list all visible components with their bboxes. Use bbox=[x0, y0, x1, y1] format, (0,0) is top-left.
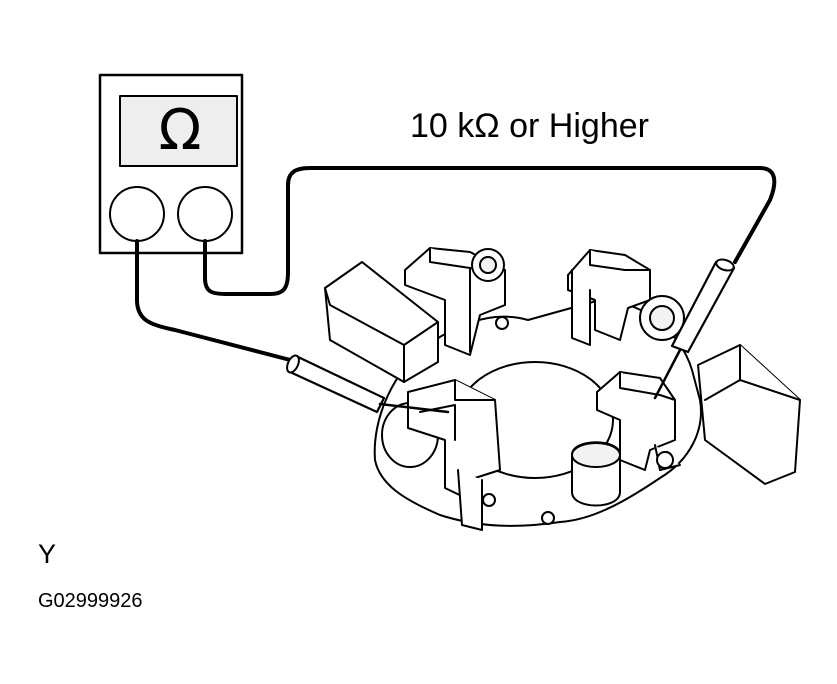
meter-terminal-left bbox=[109, 186, 165, 242]
brush-holder-bottom-middle bbox=[571, 441, 621, 507]
view-letter-label: Y bbox=[38, 539, 57, 569]
test-probe-left bbox=[286, 354, 450, 414]
brush-holder-top-right bbox=[567, 249, 685, 346]
test-probe-right bbox=[653, 258, 736, 400]
meter-display bbox=[119, 95, 238, 167]
brush-holder-top-middle bbox=[404, 247, 506, 356]
test-lead-left bbox=[135, 239, 300, 364]
resistance-spec-label: 10 kΩ or Higher bbox=[410, 107, 649, 145]
brush-block-right bbox=[697, 344, 801, 485]
brush-holder bbox=[324, 247, 801, 531]
meter-terminal-right bbox=[177, 186, 233, 242]
test-lead-right bbox=[203, 166, 777, 296]
figure-code: G02999926 bbox=[38, 590, 143, 612]
ohmmeter bbox=[98, 73, 244, 255]
brush-block-top-left bbox=[324, 261, 439, 383]
ohm-symbol: Ω bbox=[158, 98, 202, 163]
